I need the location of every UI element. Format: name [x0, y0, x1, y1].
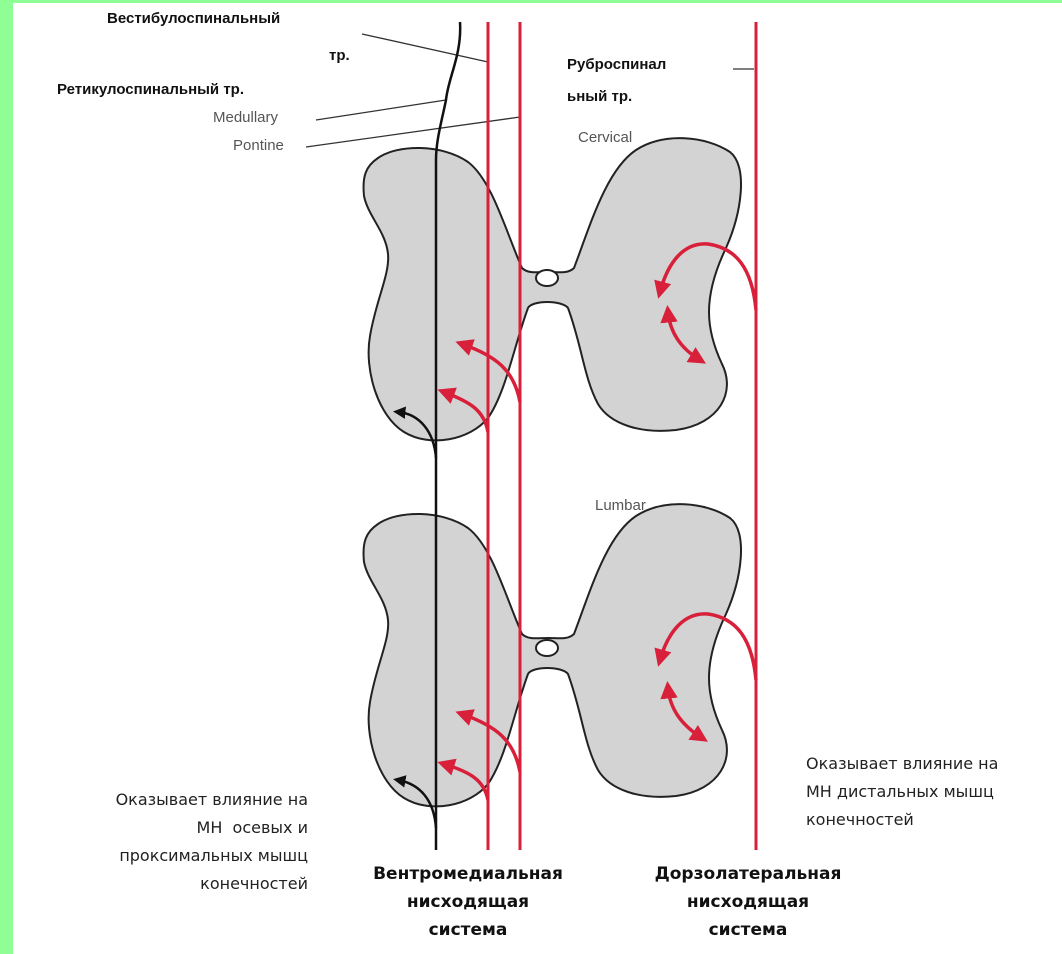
note-right-line-1: Оказывает влияние на [806, 750, 998, 778]
rubrospinal-label-line1: Руброспинал [567, 56, 666, 73]
central-canal-lumbar [536, 640, 558, 656]
ventromedial-title-line-1: Вентромедиальная [352, 860, 584, 888]
dorsolateral-title-line-2: нисходящая [632, 888, 864, 916]
rubrospinal-label-line2: ьный тр. [567, 88, 632, 105]
medullary-leader-line [316, 100, 446, 120]
dorsolateral-title-line-1: Дорзолатеральная [632, 860, 864, 888]
reticulospinal-label: Ретикулоспинальный тр. [57, 81, 244, 98]
vestibulospinal-label-line2: тр. [329, 47, 350, 64]
ventromedial-effect-note: Оказывает влияние на МН осевых и проксим… [40, 786, 308, 898]
dorsolateral-effect-note: Оказывает влияние на МН дистальных мышц … [806, 750, 998, 834]
dorsolateral-system-title: Дорзолатеральная нисходящая система [632, 860, 864, 944]
ventromedial-title-line-2: нисходящая [352, 888, 584, 916]
note-left-line-1: Оказывает влияние на [40, 786, 308, 814]
cervical-gray-matter [364, 138, 742, 440]
note-left-line-3: проксимальных мышц [40, 842, 308, 870]
note-right-line-2: МН дистальных мышц [806, 778, 998, 806]
note-right-line-3: конечностей [806, 806, 998, 834]
dorsolateral-title-line-3: система [632, 916, 864, 944]
vestibulospinal-label-line1: Вестибулоспинальный [107, 10, 280, 27]
lumbar-label: Lumbar [595, 497, 646, 514]
central-canal-cervical [536, 270, 558, 286]
ventromedial-title-line-3: система [352, 916, 584, 944]
cervical-label: Cervical [578, 129, 632, 146]
medullary-label: Medullary [213, 109, 278, 126]
note-left-line-2: МН осевых и [40, 814, 308, 842]
lumbar-gray-matter [364, 504, 742, 806]
vestibulo-leader-line [362, 34, 488, 62]
ventromedial-system-title: Вентромедиальная нисходящая система [352, 860, 584, 944]
pontine-label: Pontine [233, 137, 284, 154]
note-left-line-4: конечностей [40, 870, 308, 898]
